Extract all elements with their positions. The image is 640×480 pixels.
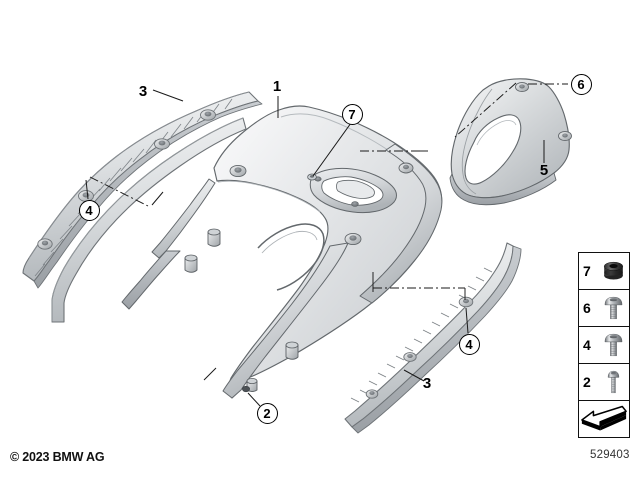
callout-3-left[interactable]: 3 bbox=[138, 83, 148, 100]
dome-bolt-icon bbox=[598, 290, 629, 326]
callout-3-right[interactable]: 3 bbox=[422, 375, 432, 392]
grommet-icon bbox=[598, 253, 629, 289]
refline-6-left bbox=[454, 82, 517, 138]
part-left-ribbed-rail bbox=[22, 91, 263, 289]
legend-row-7[interactable]: 7 bbox=[579, 253, 629, 290]
bolt-boss bbox=[398, 162, 414, 174]
bolt-boss bbox=[154, 138, 170, 150]
callout-7[interactable]: 7 bbox=[341, 103, 363, 125]
hardware-legend-box: 7 6 bbox=[578, 252, 630, 438]
callout-2[interactable]: 2 bbox=[256, 402, 278, 424]
bolt-boss bbox=[558, 130, 572, 142]
clamp-fitting bbox=[184, 254, 198, 273]
part-right-side-cover bbox=[449, 78, 572, 206]
leader-4-right-vertical bbox=[465, 307, 469, 334]
legend-row-6[interactable]: 6 bbox=[579, 290, 629, 327]
part-right-ribbed-rail bbox=[344, 242, 522, 434]
bolt-boss bbox=[403, 352, 417, 362]
bolt-boss bbox=[515, 81, 529, 93]
leader-2 bbox=[247, 392, 261, 407]
legend-row-2[interactable]: 2 bbox=[579, 364, 629, 401]
grommet-seat bbox=[307, 173, 317, 181]
bolt-boss bbox=[229, 164, 247, 178]
small-bolt-icon bbox=[598, 364, 629, 400]
part-centre-body-panel bbox=[121, 105, 443, 399]
diagram-number: 529403 bbox=[590, 449, 630, 461]
callout-5[interactable]: 5 bbox=[539, 162, 549, 179]
legend-row-arrow[interactable] bbox=[579, 401, 629, 437]
bolt-boss bbox=[458, 296, 474, 308]
leader-4-left-vertical bbox=[85, 179, 89, 200]
part-left-hoop-bracket bbox=[51, 117, 247, 323]
bolt-head-part-2 bbox=[242, 385, 250, 393]
callout-4-left[interactable]: 4 bbox=[78, 199, 100, 221]
arrow-icon bbox=[579, 401, 629, 437]
legend-number: 6 bbox=[583, 300, 591, 316]
callout-1[interactable]: 1 bbox=[272, 78, 282, 95]
leader-3-left bbox=[152, 89, 184, 102]
tick-left-hoop bbox=[151, 191, 164, 206]
reference-lines bbox=[89, 82, 568, 289]
legend-number: 7 bbox=[583, 263, 591, 279]
bolt-boss bbox=[37, 238, 53, 250]
bolt-boss bbox=[200, 109, 216, 121]
callout-4-right[interactable]: 4 bbox=[458, 333, 480, 355]
copyright-notice: © 2023 BMW AG bbox=[10, 450, 105, 464]
tick-centre-tail bbox=[203, 367, 217, 381]
legend-number: 4 bbox=[583, 337, 591, 353]
legend-number: 2 bbox=[583, 374, 591, 390]
clamp-fitting bbox=[207, 228, 221, 247]
callout-6[interactable]: 6 bbox=[570, 73, 592, 95]
leader-7 bbox=[312, 122, 352, 177]
clamp-fitting bbox=[285, 341, 299, 360]
dome-bolt-icon bbox=[598, 327, 629, 363]
reference-line-ends bbox=[372, 150, 466, 300]
legend-row-4[interactable]: 4 bbox=[579, 327, 629, 364]
bracket-plate bbox=[307, 167, 397, 214]
bolt-boss bbox=[344, 232, 362, 246]
bolt-boss bbox=[365, 389, 379, 399]
leader-3-right bbox=[403, 369, 425, 382]
leader-lines bbox=[85, 89, 545, 407]
refline-4-left bbox=[89, 176, 149, 207]
